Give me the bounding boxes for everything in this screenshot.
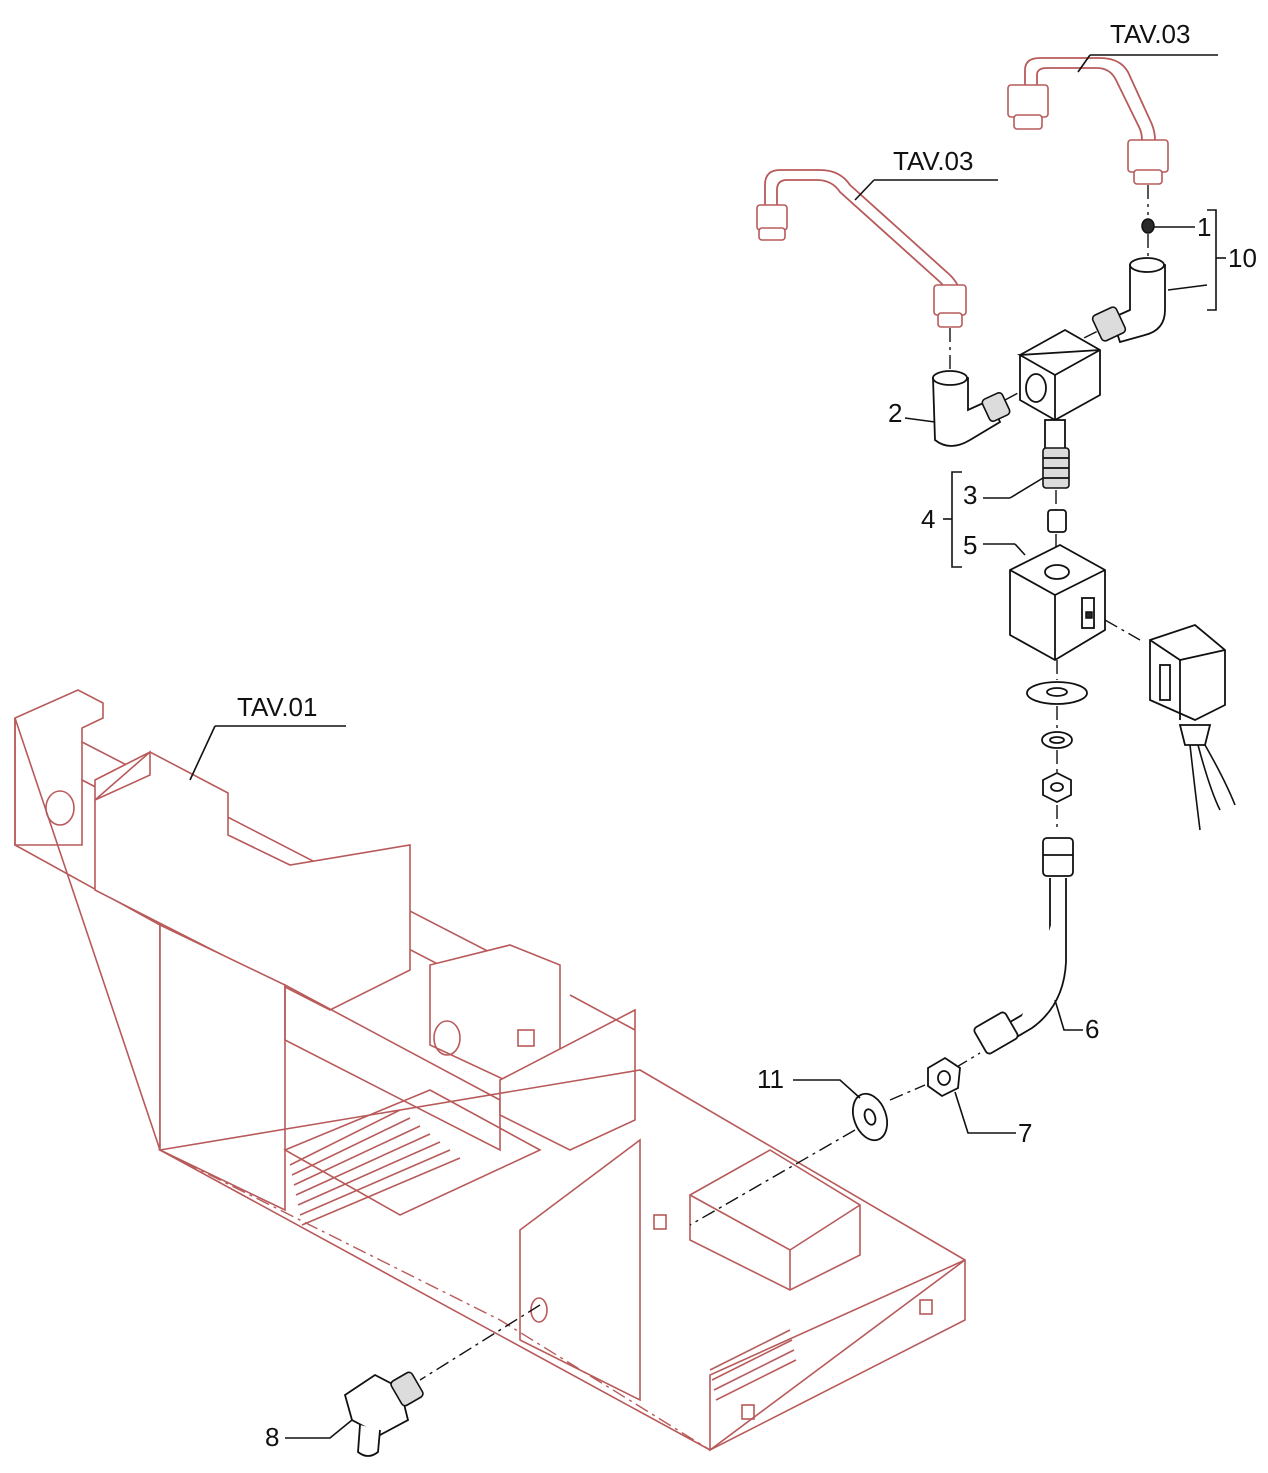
svg-text:2: 2 <box>888 398 902 428</box>
callout-1: 1 <box>1154 212 1211 242</box>
angled-connector-item-8 <box>343 1304 541 1457</box>
seal-item-1 <box>1141 185 1155 258</box>
ref-label-tav01: TAV.01 <box>189 692 346 781</box>
ref-label-tav03-lower: TAV.03 <box>854 146 998 201</box>
callout-5: 5 <box>963 530 1026 560</box>
elbow-fitting-item-10 <box>1059 257 1166 351</box>
callout-8: 8 <box>265 1419 353 1452</box>
svg-text:3: 3 <box>963 480 977 510</box>
svg-text:7: 7 <box>1018 1118 1032 1148</box>
callout-4: 4 <box>921 471 962 568</box>
nut-item-7 <box>889 1056 961 1101</box>
vent-slots-left <box>289 1109 461 1226</box>
callout-6: 6 <box>1054 999 1099 1044</box>
pipe-tav03-left <box>756 169 967 328</box>
washer-stack <box>1026 660 1088 832</box>
connector-plug <box>1149 623 1236 831</box>
svg-text:6: 6 <box>1085 1014 1099 1044</box>
svg-text:4: 4 <box>921 504 935 534</box>
svg-text:TAV.03: TAV.03 <box>1110 19 1190 49</box>
callout-2: 2 <box>888 398 936 428</box>
solenoid-valve-body <box>1016 328 1101 466</box>
pipe-tav03-right <box>1007 57 1169 185</box>
washer-item-11 <box>689 1092 889 1226</box>
callout-7: 7 <box>954 1091 1032 1148</box>
elbow-fitting-item-2 <box>932 328 1021 447</box>
base-frame-tav01 <box>14 689 966 1452</box>
svg-text:11: 11 <box>757 1064 784 1094</box>
callout-3: 3 <box>963 477 1044 510</box>
callout-11: 11 <box>757 1064 861 1099</box>
svg-text:TAV.01: TAV.01 <box>237 692 317 722</box>
svg-text:TAV.03: TAV.03 <box>893 146 973 176</box>
valve-stem-item-3 <box>1042 447 1070 560</box>
svg-text:8: 8 <box>265 1422 279 1452</box>
vent-slots-right <box>709 1329 797 1401</box>
ref-label-tav03-upper: TAV.03 <box>1077 19 1218 73</box>
svg-text:1: 1 <box>1197 212 1211 242</box>
flexible-pipe-item-6 <box>954 837 1074 1069</box>
svg-text:5: 5 <box>963 530 977 560</box>
callout-10: 10 <box>1167 209 1257 311</box>
coil-item-5 <box>1009 543 1141 662</box>
svg-text:10: 10 <box>1228 243 1257 273</box>
